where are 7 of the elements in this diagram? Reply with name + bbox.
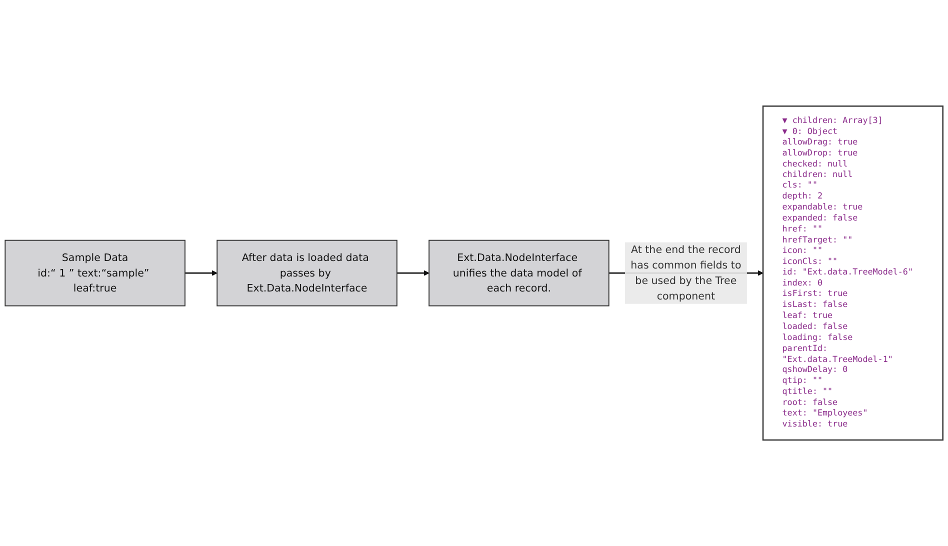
node-box: Ext.Data.NodeInterface unifies the data model of each record.	[428, 240, 610, 306]
arrow	[184, 270, 218, 276]
node-box: ▼ children: Array[3] ▼ 0: Object allowDrag: true allowDrop: true checked: null children: null cls: "" depth: 2 expandable: true expanded: false href: "" hrefTarget: "" icon: "" iconCls: "" id: "Ext.data.TreeModel-6" index: 0 isFirst: true isLast: false leaf: true loaded: false loading: false parentId: "Ext.data.TreeModel-1" qshowDelay: 0 qtip: "" qtitle: "" root: false text: "Employees" visible: true	[762, 105, 944, 441]
arrow	[396, 270, 430, 276]
node-box: Sample Data id:“ 1 ” text:“sample” leaf:true	[4, 240, 186, 306]
edge-label: At the end the record has common fields to be used by the Tree component	[630, 243, 742, 302]
node-box: After data is loaded data passes by Ext.Data.NodeInterface	[216, 240, 398, 306]
